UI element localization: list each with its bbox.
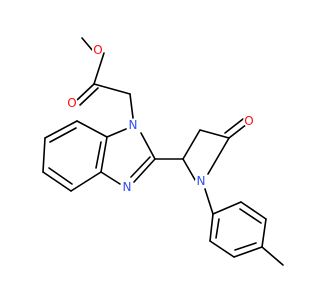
bond-c5-c4-a (42, 171, 72, 192)
bond-tolyl-5-6 (209, 240, 235, 258)
bond-pyr-c4-c3 (182, 129, 201, 160)
bond-pyr-c3-c2 (199, 129, 230, 139)
bond-methyl-ester-o (81, 37, 94, 52)
molecule-diagram: O O O N N N (42, 37, 284, 266)
bond-c7-c6-b (49, 127, 77, 143)
bond-ch2-n1 (129, 93, 134, 119)
bond-tolyl-6-1-b (215, 218, 220, 239)
ester-oxygen-label: O (93, 43, 102, 57)
pyrrolidine-nitrogen-label: N (197, 174, 206, 188)
bond-carbonyl-double-a (75, 83, 95, 102)
bond-c7a-n1 (106, 128, 127, 138)
bond-c2-n3-a (133, 158, 156, 183)
bond-n-aryl (204, 188, 214, 215)
carbonyl-o-background (66, 97, 78, 109)
bond-n1-c2 (140, 132, 156, 160)
bond-tolyl-1-2 (212, 201, 242, 215)
bond-lactam-double-b (224, 118, 244, 134)
bond-tolyl-2-3-b (239, 208, 262, 224)
bond-tolyl-methyl (261, 246, 284, 266)
bond-lactam-double-a (228, 123, 248, 139)
lactam-oxygen-label: O (244, 114, 253, 128)
pyrrolidine-n-background (195, 175, 207, 187)
bond-c5-c4-b (48, 167, 73, 185)
bond-tolyl-4-5-b (234, 242, 257, 251)
bond-carbonyl-ch2 (93, 83, 131, 95)
bond-c7-c6-a (44, 120, 78, 139)
n1-background (127, 119, 139, 131)
bond-tolyl-4-5-a (233, 246, 263, 258)
bond-ester-o-carbonyl-c (93, 52, 105, 85)
bond-tolyl-6-1-a (209, 213, 214, 242)
bond-carbonyl-double-b (79, 87, 99, 106)
bond-c7a-c7 (76, 120, 108, 138)
bond-n3-c3a (100, 171, 121, 185)
bond-c6-c5 (42, 137, 46, 173)
bond-c4-c3a (70, 171, 102, 192)
bond-c3a-c7a-inner (95, 141, 102, 169)
bond-tolyl-2-3-a (240, 201, 267, 220)
bond-c2-n3-b (130, 156, 151, 178)
structure-drawing: O O O N N N (42, 37, 284, 266)
bond-tolyl-3-4 (261, 218, 267, 248)
lactam-o-background (243, 115, 255, 127)
bond-layer (42, 37, 284, 266)
atom-label-layer: O O O N N N (66, 43, 255, 194)
benzimidazole-n3-label: N (123, 180, 132, 194)
n3-background (121, 181, 133, 193)
carbonyl-oxygen-label: O (67, 96, 76, 110)
bond-pyr-c2-n (207, 137, 230, 175)
ester-o-background (92, 44, 104, 56)
bond-c3a-c7a (100, 136, 108, 173)
benzimidazole-n1-label: N (129, 118, 138, 132)
